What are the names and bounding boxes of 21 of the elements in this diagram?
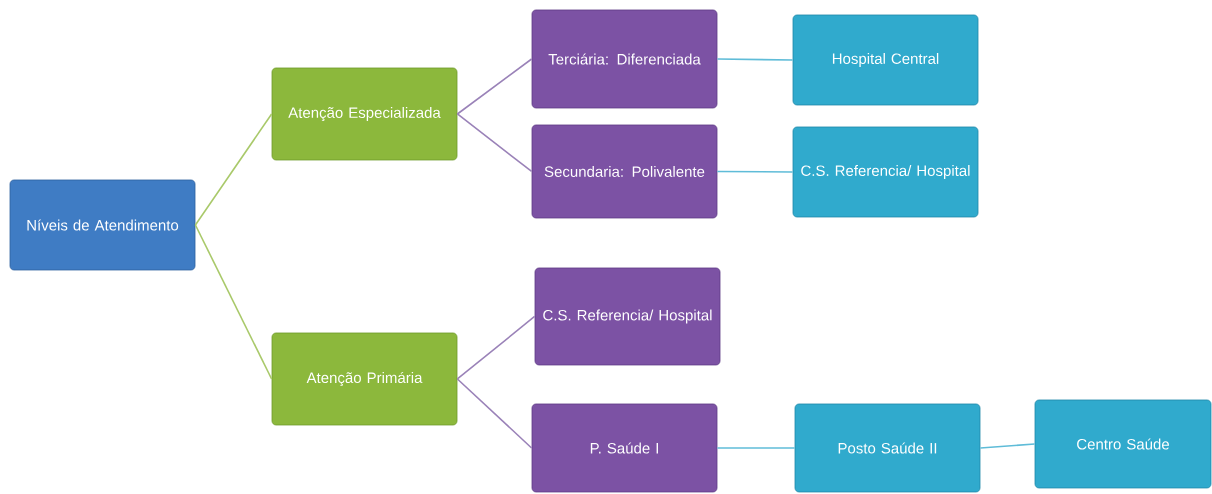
process-box: C.S. Referencia/ Hospital xyxy=(534,267,721,366)
process-box: Terciária: Diferenciada xyxy=(531,9,718,109)
process-box: Hospital Central xyxy=(792,14,979,106)
process-box: C.S. Referencia/ Hospital xyxy=(792,126,979,218)
process-box: Níveis de Atendimento xyxy=(9,179,196,271)
process-box: Atenção Primária xyxy=(271,332,458,426)
process-box: Centro Saúde xyxy=(1034,399,1212,489)
process-box: P. Saúde I xyxy=(531,403,718,493)
connector-line xyxy=(456,58,533,115)
connector-line xyxy=(716,58,794,61)
connector-line xyxy=(716,447,796,449)
process-box: Posto Saúde II xyxy=(794,403,981,493)
connector-line xyxy=(456,315,536,380)
connector-line xyxy=(456,378,533,449)
connector-line xyxy=(456,113,533,173)
process-box: Secundaria: Polivalente xyxy=(531,124,718,219)
connector-line xyxy=(194,113,273,226)
connector-line xyxy=(716,170,794,173)
process-box: Atenção Especializada xyxy=(271,67,458,161)
connector-line xyxy=(979,443,1036,449)
connector-line xyxy=(194,224,273,380)
